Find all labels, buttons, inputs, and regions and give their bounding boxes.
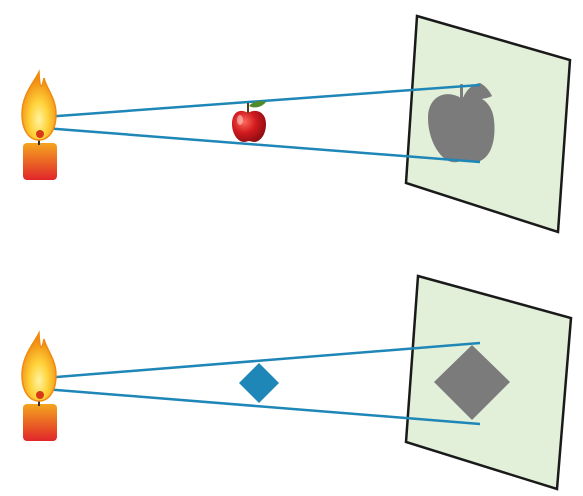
apple-icon: [232, 101, 266, 142]
panel-bottom: [21, 274, 573, 491]
ray-lower-top: [43, 126, 481, 164]
apple-shadow-icon: [428, 83, 495, 163]
candle-icon: [21, 69, 57, 180]
ray-upper-bottom: [43, 341, 481, 380]
panel-top: [21, 14, 572, 234]
ray-lower-bottom: [43, 387, 481, 426]
ray-upper-top: [43, 83, 481, 119]
candle-icon: [21, 330, 57, 441]
diamond-icon: [239, 363, 279, 403]
diamond-shadow-icon: [434, 345, 510, 420]
